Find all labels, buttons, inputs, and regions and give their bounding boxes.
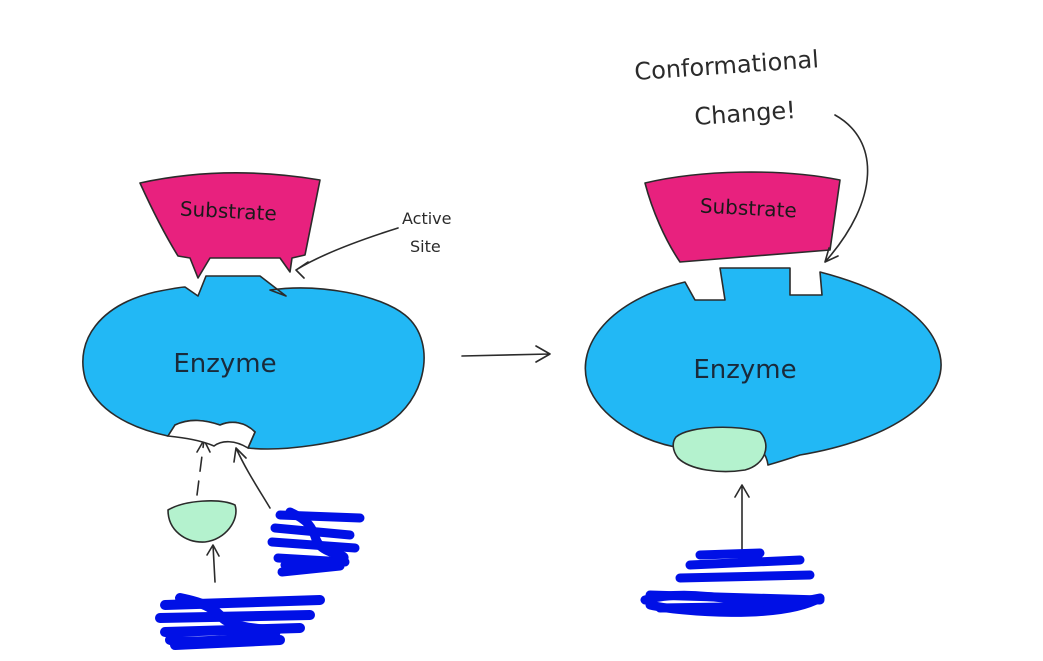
- left-effector-molecule: [167, 500, 237, 543]
- left-substrate-label: Substrate: [179, 196, 277, 225]
- arrow-to-bound-effector: [734, 484, 750, 556]
- conformational-change-annotation-line2: Change!: [693, 96, 796, 131]
- left-enzyme-label: Enzyme: [173, 349, 276, 379]
- right-enzyme-label: Enzyme: [693, 355, 796, 385]
- left-panel: Enzyme Substrate Active Site: [82, 172, 452, 650]
- left-redaction-upper: [267, 507, 365, 577]
- arrow-to-pocket-right: [233, 447, 271, 509]
- right-substrate-label: Substrate: [699, 193, 797, 222]
- active-site-annotation-line1: Active: [402, 209, 452, 228]
- conformational-change-annotation-line1: Conformational: [633, 45, 819, 86]
- active-site-annotation-line2: Site: [410, 237, 441, 256]
- right-redaction: [640, 548, 825, 617]
- dashed-arrow-to-pocket: [196, 439, 205, 496]
- left-redaction-lower: [155, 593, 325, 650]
- right-arrow-icon: [461, 345, 551, 363]
- left-allosteric-pocket: [166, 419, 256, 450]
- active-site-pointer-arrow: [295, 227, 399, 279]
- right-bound-effector: [672, 426, 767, 473]
- right-panel: Enzyme Substrate Conformational Change!: [584, 45, 942, 617]
- arrow-to-effector: [206, 544, 220, 583]
- left-substrate: [139, 172, 321, 279]
- right-substrate: [644, 171, 841, 263]
- conformational-change-pointer-arrow: [824, 114, 869, 263]
